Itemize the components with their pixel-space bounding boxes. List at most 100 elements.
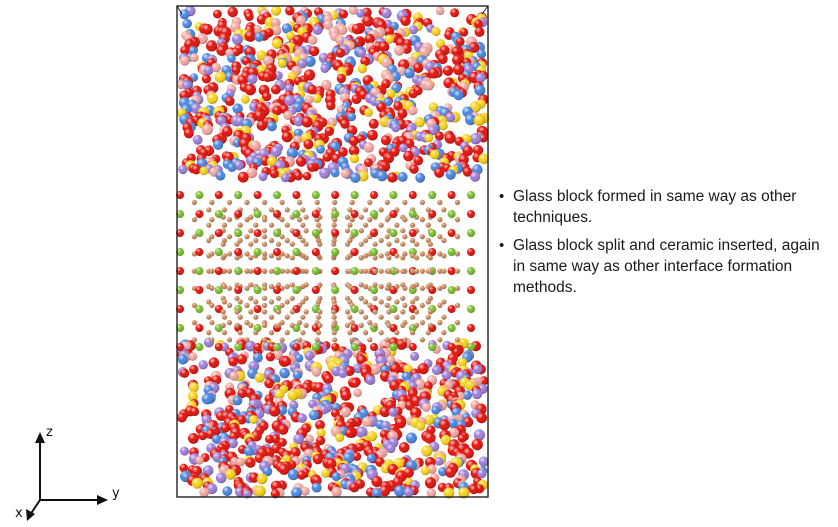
atom-highlight	[311, 267, 320, 275]
atom-highlight	[266, 121, 277, 132]
atom-highlight	[287, 390, 299, 401]
atom-highlight	[253, 24, 262, 34]
atom-highlight	[229, 371, 239, 381]
atom-highlight	[289, 282, 295, 288]
atom-highlight	[362, 15, 374, 27]
atom-highlight	[226, 217, 233, 223]
atom-highlight	[349, 337, 355, 343]
atom-highlight	[332, 337, 338, 343]
atom-highlight	[457, 434, 467, 443]
atom-highlight	[227, 6, 238, 18]
atom-highlight	[386, 282, 392, 288]
atom-highlight	[384, 217, 390, 223]
atom-highlight	[231, 47, 241, 57]
atom-highlight	[441, 299, 447, 305]
atom-highlight	[428, 210, 437, 218]
atom-highlight	[441, 314, 447, 320]
atom-highlight	[331, 210, 340, 218]
atom-highlight	[425, 222, 431, 228]
atom-highlight	[273, 210, 281, 218]
atom-highlight	[350, 378, 360, 388]
atom-highlight	[378, 207, 384, 213]
atom-highlight	[441, 222, 447, 228]
atom-highlight	[331, 267, 340, 275]
atom-highlight	[437, 234, 443, 240]
atom-highlight	[447, 343, 456, 351]
atom-highlight	[428, 102, 439, 112]
atom-highlight	[220, 322, 226, 328]
atom-highlight	[366, 453, 376, 463]
atom-highlight	[428, 191, 437, 199]
x-axis-label: x	[15, 506, 23, 521]
atom-highlight	[365, 375, 376, 385]
atom-highlight	[419, 302, 425, 308]
atom-highlight	[221, 207, 228, 213]
atom-highlight	[297, 217, 303, 223]
atom-highlight	[245, 457, 256, 468]
atom-highlight	[410, 351, 420, 361]
z-axis-label: z	[46, 425, 53, 440]
atom-highlight	[378, 314, 384, 320]
atom-highlight	[344, 214, 351, 220]
atom-highlight	[427, 255, 433, 261]
atom-highlight	[380, 135, 391, 146]
atom-highlight	[474, 84, 486, 96]
atom-highlight	[209, 199, 215, 205]
atom-highlight	[240, 95, 250, 104]
atom-highlight	[254, 372, 265, 383]
atom-highlight	[244, 30, 256, 42]
bullet-icon: •	[499, 237, 505, 254]
atom-highlight	[206, 222, 212, 228]
atom-highlight	[331, 229, 340, 237]
atom-highlight	[182, 81, 191, 90]
atom-highlight	[408, 210, 417, 218]
atom-highlight	[471, 438, 483, 451]
atom-highlight	[195, 286, 204, 294]
atom-highlight	[195, 267, 204, 275]
bullet-icon: •	[499, 188, 505, 205]
atom-highlight	[386, 241, 392, 247]
atom-highlight	[471, 388, 483, 400]
atom-highlight	[394, 222, 400, 228]
atom-highlight	[431, 26, 441, 37]
atom-highlight	[441, 237, 447, 244]
atom-highlight	[419, 217, 425, 223]
atom-highlight	[284, 207, 290, 213]
atom-highlight	[201, 23, 213, 35]
atom-highlight	[292, 267, 301, 275]
atom-highlight	[315, 330, 322, 336]
atom-highlight	[179, 9, 190, 20]
atom-highlight	[221, 222, 228, 228]
atom-highlight	[256, 473, 268, 485]
atom-highlight	[437, 320, 443, 326]
atom-highlight	[431, 405, 441, 415]
atom-highlight	[350, 324, 359, 332]
atom-highlight	[358, 214, 364, 220]
atom-highlight	[410, 330, 416, 336]
atom-highlight	[400, 228, 406, 234]
atom-highlight	[476, 412, 487, 424]
atom-highlight	[226, 302, 233, 308]
atom-highlight	[454, 217, 461, 223]
atom-highlight	[273, 248, 281, 256]
atom-highlight	[363, 142, 374, 153]
atom-highlight	[372, 295, 378, 301]
atom-highlight	[402, 217, 408, 223]
atom-highlight	[454, 320, 461, 326]
atom-highlight	[214, 229, 223, 237]
atom-highlight	[269, 405, 281, 417]
atom-highlight	[350, 286, 359, 294]
atom-highlight	[351, 94, 362, 105]
atom-highlight	[323, 20, 333, 30]
atom-highlight	[294, 353, 304, 363]
atom-highlight	[262, 285, 268, 291]
atom-highlight	[311, 482, 322, 493]
atom-highlight	[244, 337, 250, 343]
atom-highlight	[226, 320, 233, 326]
atom-highlight	[284, 268, 290, 274]
atom-highlight	[467, 286, 475, 294]
atom-highlight	[279, 367, 290, 379]
atom-highlight	[191, 477, 203, 489]
atom-highlight	[347, 330, 353, 336]
atom-highlight	[394, 45, 405, 56]
